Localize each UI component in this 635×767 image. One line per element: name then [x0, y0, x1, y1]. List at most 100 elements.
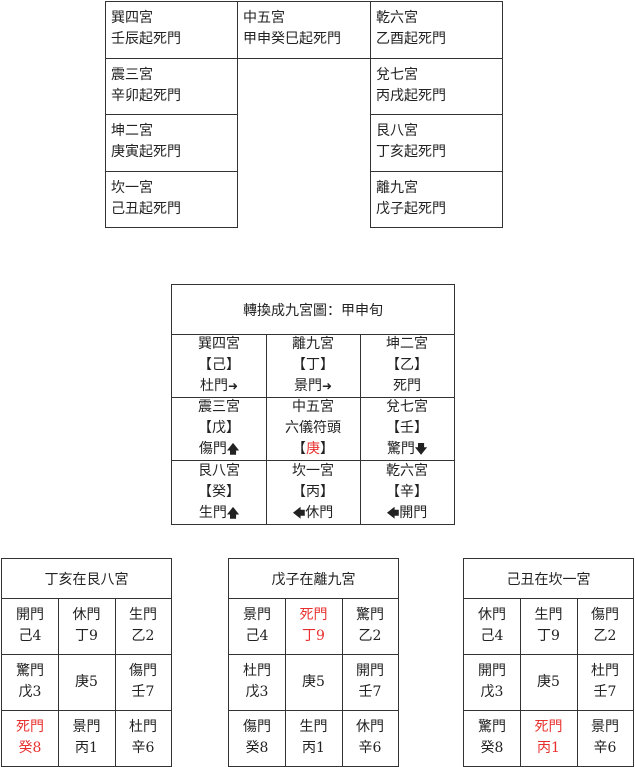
- nine-palace-title: 轉換成九宮圖：甲申旬: [172, 285, 454, 335]
- chart-title: 丁亥在艮八宮: [2, 559, 171, 599]
- stem-value: 辛6: [131, 740, 155, 756]
- palace-name: 乾六宮: [376, 10, 418, 26]
- stem-value: 戊3: [18, 684, 42, 700]
- palace-name: 乾六宮: [386, 462, 428, 479]
- palace-name: 坤二宮: [386, 336, 428, 352]
- palace-stem: 【辛】: [386, 483, 428, 500]
- palace-door: 🡄開門: [387, 503, 427, 524]
- door-label: 傷門: [198, 441, 227, 457]
- stem-value: 戊3: [245, 684, 269, 700]
- chart-cell: 傷門癸8: [229, 710, 286, 766]
- palace-name: 震三宮: [111, 67, 153, 83]
- palace-name: 巽四宮: [198, 336, 240, 352]
- top-cell-zhen3: 震三宮 辛卯起死門: [105, 58, 238, 115]
- palace-name: 離九宮: [292, 336, 334, 352]
- palace-door: 【庚】: [292, 439, 334, 460]
- bracket-open: 【: [292, 441, 306, 457]
- palace-name: 巽四宮: [111, 10, 153, 26]
- palace-name: 中五宮: [292, 399, 334, 415]
- chart-cell: 傷門壬7: [115, 654, 171, 711]
- top-cell-xun4: 巽四宮 壬辰起死門: [105, 1, 238, 59]
- palace-door: 景門➜: [294, 376, 332, 397]
- palace-name: 離九宮: [376, 180, 418, 196]
- door-label: 驚門: [356, 607, 384, 623]
- door-label: 死門: [534, 719, 563, 735]
- palace-door: 杜門➜: [200, 376, 238, 397]
- door-label: 休門: [305, 504, 334, 521]
- door-label: 開門: [399, 504, 428, 521]
- palace-door: 🡄休門: [293, 503, 333, 524]
- stem-value: 己4: [18, 628, 42, 644]
- door-label: 開門: [356, 663, 384, 679]
- palace-stem: 【癸】: [198, 483, 240, 500]
- chart-cell: 死門癸8: [2, 710, 59, 766]
- chart-cell: 開門壬7: [342, 654, 398, 711]
- palace-text: 丙戌起死門: [376, 88, 446, 104]
- door-label: 休門: [478, 607, 506, 623]
- palace-name: 艮八宮: [376, 123, 418, 139]
- chart-cell: 開門己4: [2, 598, 59, 655]
- top-cell-dui7: 兌七宮 丙戌起死門: [370, 58, 503, 115]
- chart-cell: 驚門戊3: [2, 654, 59, 711]
- chart-cell: 休門己4: [464, 598, 521, 655]
- chart-cell: 休門辛6: [342, 710, 398, 766]
- stem-value: 乙2: [593, 628, 617, 644]
- palace-name: 坎一宮: [111, 180, 153, 196]
- door-label: 杜門: [129, 719, 157, 735]
- door-label: 休門: [356, 719, 384, 735]
- arrow-left-icon: 🡄: [386, 505, 400, 520]
- door-label: 驚門: [386, 441, 415, 457]
- chart-cell: 生門乙2: [115, 598, 171, 655]
- palace-name: 震三宮: [198, 399, 240, 415]
- stem-value: 壬7: [131, 684, 155, 700]
- door-label: 傷門: [129, 663, 157, 679]
- palace-cell-kan1: 坎一宮 【丙】 🡄休門: [266, 460, 361, 524]
- palace-door: 傷門🡅: [199, 439, 239, 460]
- stem-value: 癸8: [18, 740, 42, 756]
- palace-door: 死門: [393, 376, 421, 397]
- palace-stem: 【丙】: [292, 483, 334, 500]
- door-label: 杜門: [243, 663, 271, 679]
- palace-text: 乙酉起死門: [376, 31, 446, 47]
- top-cell-zhong5: 中五宮 甲申癸巳起死門: [237, 1, 371, 59]
- chart-cell: 休門丁9: [58, 598, 116, 655]
- palace-door: 生門🡅: [199, 503, 239, 524]
- stem-value: 庚5: [302, 673, 325, 690]
- door-label: 死門: [299, 607, 328, 623]
- palace-text: 壬辰起死門: [111, 31, 181, 47]
- stem-value: 癸8: [480, 740, 504, 756]
- palace-text: 戊子起死門: [376, 201, 446, 217]
- palace-name: 中五宮: [243, 10, 285, 26]
- stem-value: 辛6: [593, 740, 617, 756]
- arrow-right-icon: ➜: [227, 379, 239, 393]
- chart-cell: 傷門乙2: [577, 598, 633, 655]
- palace-cell-dui7: 兌七宮 【壬】 驚門🡇: [360, 397, 454, 461]
- stem-value: 己4: [245, 628, 269, 644]
- chart-cell: 庚5: [285, 654, 343, 711]
- chart-cell: 驚門癸8: [464, 710, 521, 766]
- palace-stem: 【己】: [198, 357, 240, 373]
- chart-cell: 庚5: [58, 654, 116, 711]
- door-label: 生門: [198, 504, 227, 521]
- stem-value: 庚5: [75, 673, 98, 690]
- chart-cell: 死門丙1: [520, 710, 578, 766]
- door-label: 景門: [293, 378, 322, 394]
- stem-value: 丁9: [537, 628, 560, 644]
- palace-cell-zhen3: 震三宮 【戊】 傷門🡅: [172, 397, 267, 461]
- palace-cell-kun2: 坤二宮 【乙】 死門: [360, 334, 454, 398]
- door-label: 傷門: [591, 607, 619, 623]
- palace-stem: 六儀符頭: [285, 420, 341, 436]
- door-label: 驚門: [478, 719, 506, 735]
- bracket-close: 】: [320, 441, 334, 457]
- stem-value: 乙2: [358, 628, 382, 644]
- chart-cell: 庚5: [520, 654, 578, 711]
- chart-cell: 杜門辛6: [115, 710, 171, 766]
- stem-value: 乙2: [131, 628, 155, 644]
- palace-name: 艮八宮: [198, 462, 240, 479]
- palace-name: 兌七宮: [386, 399, 428, 415]
- chart-cell: 景門丙1: [58, 710, 116, 766]
- chart-cell: 杜門壬7: [577, 654, 633, 711]
- top-cell-kan1: 坎一宮 己丑起死門: [105, 171, 238, 228]
